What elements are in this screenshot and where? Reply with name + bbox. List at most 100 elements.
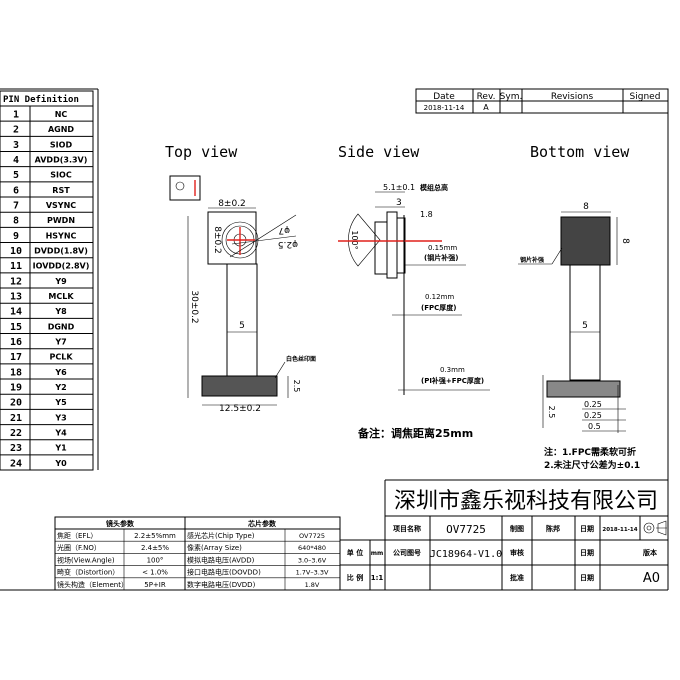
drawn-value: 陈邦 [546,524,560,533]
bottom-dim-height: 8 [620,238,630,244]
top-dim-length: 30±0.2 [189,290,199,323]
side-view-title: Side view [338,143,420,161]
pin-name: Y1 [54,444,67,453]
chip-spec-label: 模拟电路电压(AVDD) [187,555,255,564]
chip-spec-value: OV7725 [299,532,325,540]
pin-name: Y3 [54,413,66,422]
pin-number: 22 [10,428,22,439]
pin-row: 7 VSYNC [13,201,76,212]
pin-name: DVDD(1.8V) [34,247,88,256]
pin-number: 1 [13,110,19,121]
chip-spec-label: 像素(Array Size) [187,543,242,552]
approve-label: 批准 [510,573,524,582]
drawing-no-label: 公司图号 [393,548,421,557]
pin-name: VSYNC [46,201,76,210]
lens-spec-label: 焦距（EFL） [57,531,97,540]
lens-spec-value: < 1.0% [142,569,168,577]
rev-date: 2018-11-14 [424,104,465,112]
chip-spec-value: 640*480 [298,544,326,552]
side-dim-015: 0.15mm [428,244,457,252]
chip-spec-title: 芯片参数 [248,519,277,528]
side-angle: 100° [350,230,359,249]
side-dim-012: 0.12mm [425,293,454,301]
pin-row: 15 DGND [10,322,75,333]
bottom-view-title: Bottom view [530,143,630,161]
pin-row: 21 Y3 [10,413,67,424]
scale-label: 比 例 [347,573,363,582]
drawing-no-value: JC18964-V1.0 [430,549,502,560]
top-dim-phi7: φ7 [278,225,290,235]
chip-spec-label: 接口电路电压(DOVDD) [187,568,261,577]
pin-number: 2 [13,125,19,136]
pin-name: NC [55,110,68,119]
rev-header-sym: Sym. [500,92,523,102]
pin-name: MCLK [48,292,74,301]
project-label: 项目名称 [393,524,421,533]
rev-header-date: Date [433,92,455,102]
chip-spec-label: 数字电路电压(DVDD) [187,580,256,589]
pin-number: 9 [13,231,19,242]
pin-name: DGND [48,322,75,331]
pin-number: 6 [13,185,19,196]
pin-name: Y9 [54,277,67,286]
pin-number: 7 [13,201,19,212]
top-note-silkscreen: 白色丝印面 [286,355,316,363]
pin-name: HSYNC [46,231,77,240]
bottom-dim-05: 0.5 [588,422,601,431]
pin-number: 24 [10,458,22,469]
side-label-012: (FPC厚度) [421,303,456,312]
pin-name: Y4 [54,429,67,438]
pin-row: 23 Y1 [10,443,67,454]
chip-spec-value: 3.0–3.6V [298,556,327,564]
revision-table: Date Rev. Sym. Revisions Signed 2018-11-… [415,88,669,114]
lens-spec-label: 视场(View.Angle) [57,555,115,564]
pin-number: 12 [10,276,22,287]
pin-number: 15 [10,322,22,333]
pin-number: 21 [10,413,22,424]
scale-value: 1:1 [371,574,384,582]
side-dim-total: 5.1±0.1 [383,183,415,192]
pin-name: AVDD(3.3V) [35,156,88,165]
top-dim-connector-width: 12.5±0.2 [219,404,261,414]
lens-spec-label: 畸变（Distortion） [57,568,119,577]
side-view-drawing: 5.1±0.1 模组总高 3 1.8 100° 0.15mm (钢片补强) 0.… [338,183,490,440]
side-label-03: (PI补强+FPC厚度) [421,376,484,385]
pin-name: Y0 [54,459,67,468]
version-value: A0 [643,571,660,586]
top-dim-height: 8±0.2 [212,226,222,254]
pin-name: Y7 [54,338,66,347]
pin-number: 23 [10,443,22,454]
pin-number: 18 [10,367,22,378]
pin-number: 11 [10,261,22,272]
pin-name: Y2 [54,383,66,392]
pin-name: SIOD [50,140,73,149]
rev-header-signed: Signed [630,92,661,102]
top-dim-width: 8±0.2 [218,199,246,209]
pin-name: Y5 [54,398,67,407]
side-dim-3: 3 [396,198,402,208]
bottom-view-drawing: 8 8 钢片补强 5 2.5 0.25 0.25 0.5 注：1.FPC需柔软可… [518,202,640,471]
drawn-label: 制图 [510,524,524,533]
pin-number: 10 [10,246,22,257]
bottom-dim-width: 8 [583,202,589,212]
date-label-2: 日期 [580,548,594,557]
pin-number: 16 [10,337,22,348]
pin-row: 1 NC [13,110,67,121]
side-label-total: 模组总高 [420,183,448,192]
lens-spec-value: 5P+IR [144,581,166,589]
pin-name: Y6 [54,368,67,377]
bottom-dim-025a: 0.25 [584,400,602,409]
projection-method-icon [643,520,667,536]
